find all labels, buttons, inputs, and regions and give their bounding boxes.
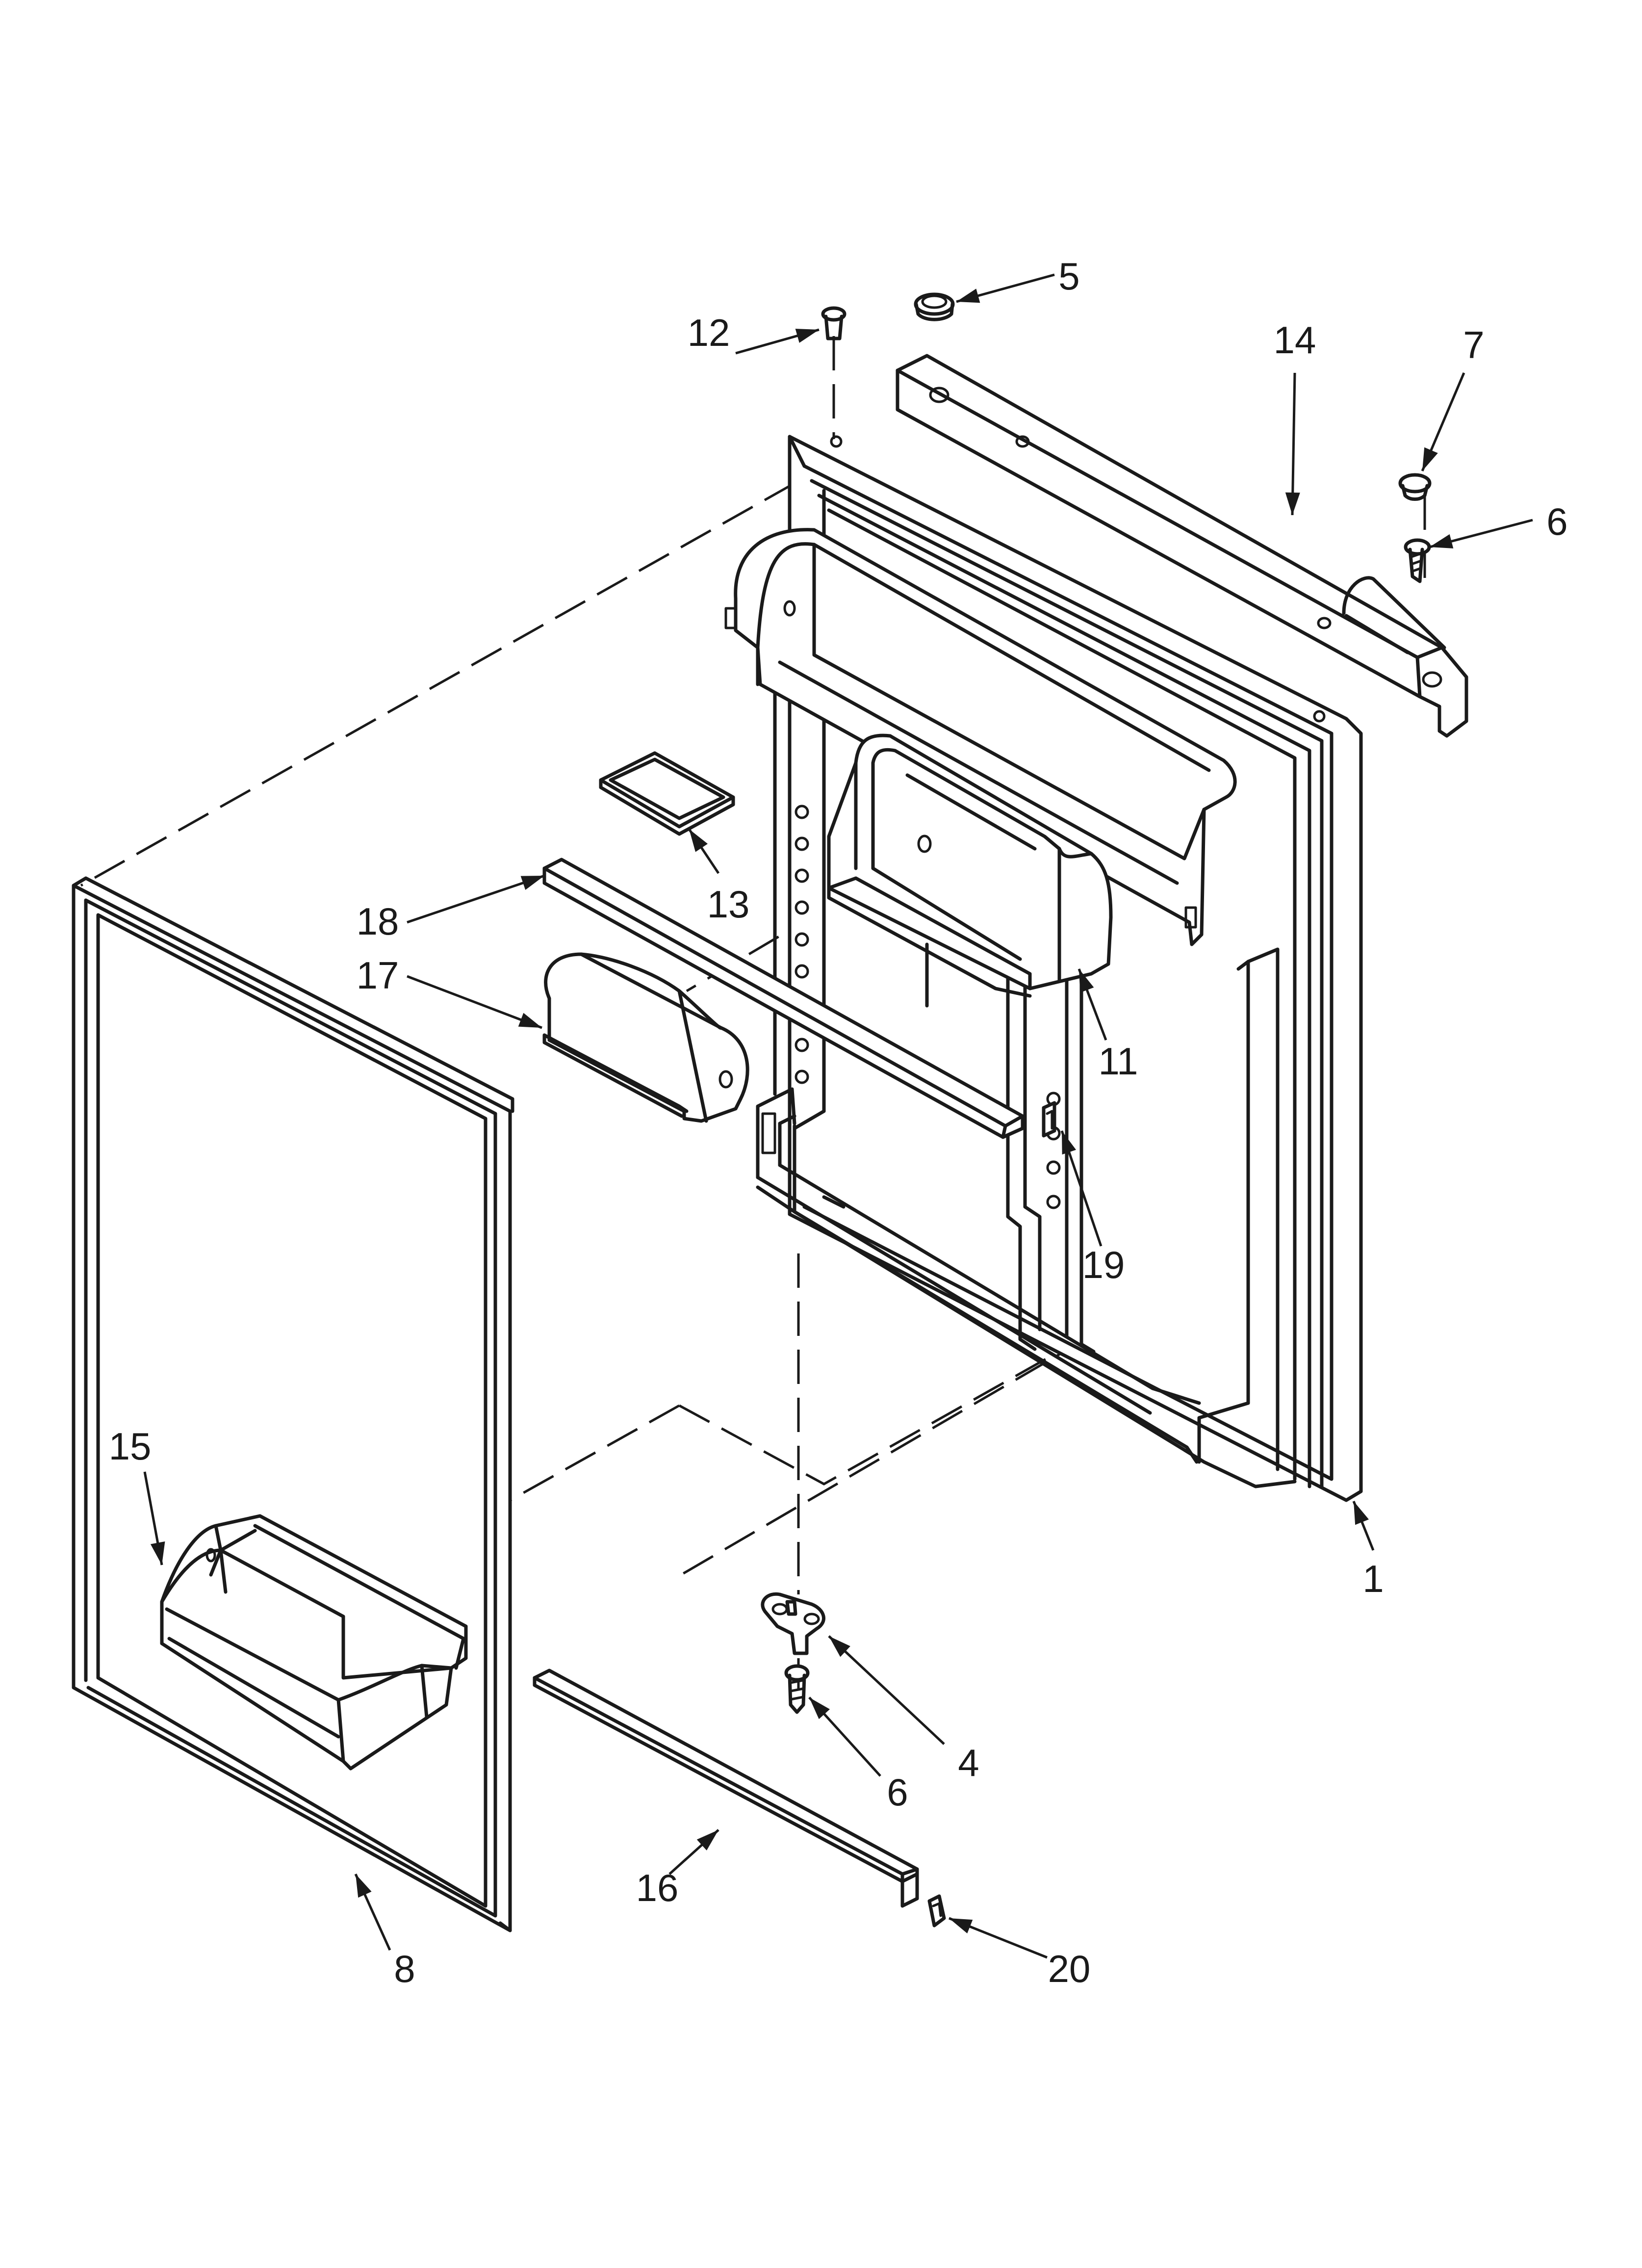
part-door-top-cap <box>896 354 1468 738</box>
part-hinge-pin <box>821 306 847 340</box>
callout-6-top: 6 <box>1546 500 1567 543</box>
leader-line-c14 <box>1291 372 1296 516</box>
callout-13: 13 <box>707 883 750 926</box>
part-screw-top <box>1404 538 1431 583</box>
part-door-bin-lower <box>160 1514 468 1771</box>
callout-18: 18 <box>357 900 399 943</box>
arrowhead-c18 <box>520 876 544 890</box>
callout-1: 1 <box>1362 1557 1384 1600</box>
arrowhead-c5 <box>956 288 980 303</box>
arrowhead-c13 <box>689 829 708 852</box>
arrowhead-c15 <box>150 1541 165 1565</box>
part-door-gasket <box>72 876 514 1932</box>
callout-20: 20 <box>1048 1947 1091 1990</box>
callout-8: 8 <box>394 1947 415 1990</box>
callout-4: 4 <box>958 1741 979 1784</box>
arrowhead-c11 <box>1079 969 1094 993</box>
callout-15: 15 <box>109 1425 152 1468</box>
arrowhead-c14 <box>1285 492 1300 515</box>
arrowhead-c20 <box>949 1918 973 1934</box>
callout-17: 17 <box>357 954 399 997</box>
arrowhead-c19 <box>1062 1131 1077 1155</box>
callout-7: 7 <box>1463 323 1484 366</box>
callout-12: 12 <box>688 311 730 354</box>
part-bottom-hinge <box>761 1592 825 1655</box>
arrowhead-c7 <box>1422 447 1438 471</box>
arrowhead-c8 <box>356 1874 372 1898</box>
arrowhead-c12 <box>795 329 819 343</box>
callout-11: 11 <box>1099 1040 1138 1083</box>
part-retainer-bar-lower <box>533 1668 919 1908</box>
part-screw-bottom <box>784 1664 810 1714</box>
arrowhead-c4 <box>829 1636 850 1657</box>
part-cap-plug <box>1398 473 1432 501</box>
leader-line-c4 <box>828 1635 945 1745</box>
callout-16: 16 <box>636 1866 679 1909</box>
arrowhead-c6b <box>1430 534 1454 548</box>
callout-19: 19 <box>1082 1243 1125 1286</box>
arrowhead-c17 <box>518 1013 542 1028</box>
part-clip-upper <box>1042 1101 1056 1138</box>
part-plug <box>914 292 955 321</box>
arrowhead-c1 <box>1354 1501 1369 1525</box>
part-retainer-bar-upper <box>542 858 1025 1139</box>
callout-leaders <box>143 273 1533 1959</box>
part-small-tray <box>599 751 735 836</box>
callout-14: 14 <box>1274 318 1316 362</box>
arrowhead-c6a <box>809 1697 830 1720</box>
part-dairy-bin <box>724 528 1237 998</box>
arrowhead-c16 <box>696 1830 718 1851</box>
part-utility-bin <box>542 952 749 1123</box>
leader-line-c17 <box>407 975 542 1029</box>
callout-labels: 1 4 5 6 6 7 8 11 12 13 14 15 16 17 18 19… <box>109 255 1568 1990</box>
callout-6-bottom: 6 <box>887 1771 908 1814</box>
leader-line-c18 <box>407 874 545 924</box>
callout-5: 5 <box>1058 255 1079 298</box>
part-clip-lower <box>927 1894 946 1928</box>
